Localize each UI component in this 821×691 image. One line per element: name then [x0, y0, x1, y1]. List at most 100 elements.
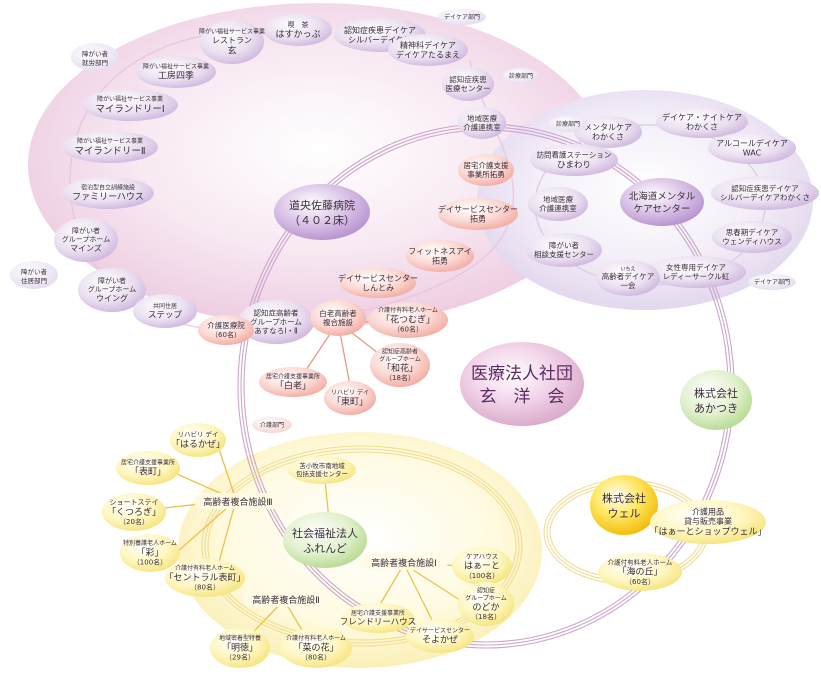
hub-well-bubble — [590, 475, 658, 535]
complex1-node-1-bubble — [458, 582, 514, 626]
complex3-node-1-bubble — [116, 451, 180, 485]
hospital-node-9-line-1: ファミリーハウス — [72, 192, 144, 203]
hospital-pink-node-0-bubble — [458, 154, 514, 186]
white-cluster-child-1-line-2: 「和花」 — [382, 362, 418, 374]
white-cluster-child-0: 介護付有料老人ホーム「花つむぎ」（60名） — [368, 302, 448, 338]
hospital-node-2-line-1: デイケアたるまえ — [396, 50, 460, 60]
complex2-node-1-line-2: （80名） — [301, 652, 331, 661]
hospital-node-3-bubble — [442, 67, 494, 101]
hospital-tag-1-text: 診療部門 — [509, 72, 533, 80]
white-cluster-child-1-line-1: グループホーム — [379, 355, 420, 363]
complex2-node-0-line-2: （29名） — [225, 652, 255, 661]
complex1-node-3-line-1: フレンドリーハウス — [340, 617, 416, 627]
mental-node-5-bubble — [646, 256, 746, 288]
complex3-node-1-line-1: 「表町」 — [130, 466, 166, 478]
mental-node-0-line-1: わかくさ — [592, 133, 624, 142]
hospital-tag-0: デイケア部門 — [438, 9, 486, 25]
complex-label-2: 高齢者複合施設Ⅰ — [360, 554, 448, 570]
hospital-tag-3-text: 障がい者 — [21, 267, 48, 276]
mental-node-7-bubble — [526, 233, 602, 267]
hospital-pink-node-3-line-1: しんとみ — [362, 284, 394, 293]
hospital-node-10-line-1: グループホーム — [62, 235, 110, 244]
complex1-node-3-line-0: 居宅介護支援事業所 — [351, 609, 405, 617]
white-cluster-child-0-line-2: （60名） — [393, 324, 423, 333]
hospital-pink-node-1-line-1: 拓勇 — [470, 214, 486, 224]
well-node-1-line-0: 介護付有料老人ホーム — [608, 557, 673, 566]
white-cluster-child-1-line-3: （18名） — [385, 373, 415, 382]
mental-node-9-line-1: ひまわり — [557, 160, 591, 170]
complex1-node-0-bubble — [452, 547, 512, 585]
complex3-node-3-bubble — [120, 534, 180, 572]
hospital-node-13-line-1: グループホーム — [250, 316, 302, 326]
mental-node-4-line-1: ウェンディハウス — [722, 236, 781, 246]
mental-node-7-line-1: 相談支援センター — [534, 249, 594, 259]
hospital-pink-node-0-line-1: 事業所拓勇 — [467, 169, 505, 179]
complex2-node-1-line-0: 介護付有料老人ホーム — [286, 634, 346, 642]
hospital-node-12-bubble — [133, 294, 197, 328]
mental-node-2-line-1: WAC — [743, 149, 762, 158]
white-cluster-child-2-bubble — [324, 381, 376, 415]
mental-tag-1-text: デイケア部門 — [754, 278, 790, 286]
hospital-node-12-line-0: 共同住居 — [153, 302, 177, 310]
hospital-node-2-line-0: 精神科デイケア — [400, 40, 456, 50]
hospital-tag-2-bubble — [71, 43, 119, 71]
mental-node-6-line-1: 高齢者デイケア — [602, 271, 655, 281]
hub-mental-line-1: ケアセンター — [634, 204, 691, 215]
complex1-node-0-line-2: （100名） — [465, 571, 499, 580]
mental-node-6-line-2: 一会 — [621, 280, 636, 290]
hospital-pink-node-4-bubble — [198, 315, 254, 345]
complex3-node-2-line-1: 「くつろぎ」 — [107, 506, 161, 518]
hospital-node-6-bubble — [136, 56, 216, 88]
complex1-node-1-line-0: 認知症 — [477, 587, 495, 595]
complex-label-0-text: 高齢者複合施設Ⅲ — [203, 496, 272, 508]
well-node-0-line-2: 「はぁーとショップウェル」 — [649, 527, 766, 538]
hospital-node-5-bubble — [200, 20, 264, 64]
mental-tag-0-bubble — [548, 116, 588, 132]
complex3-node-4: 介護付有料老人ホーム「セントラル表町」（80名） — [164, 559, 246, 597]
complex-label-1: 高齢者複合施設Ⅱ — [242, 591, 330, 607]
hospital-node-7-line-1: マイランドリーⅠ — [95, 104, 164, 115]
hospital-tag-0-text: デイケア部門 — [444, 13, 480, 21]
hospital-tag-1: 診療部門 — [503, 68, 539, 84]
hospital-pink-node-1-bubble — [438, 198, 518, 230]
hospital-node-5-line-1: レストラン — [212, 36, 252, 45]
hospital-node-0-line-1: はすかっぷ — [275, 29, 320, 40]
hub-hospital-bubble — [274, 184, 370, 240]
complex1-node-2-line-0: デイサービスセンター — [410, 626, 470, 634]
center-title-line-0: 医療法人社団 — [471, 364, 573, 384]
mental-node-4-bubble — [712, 221, 792, 253]
complex3-node-4-line-0: 介護付有料老人ホーム — [175, 564, 235, 572]
mental-node-9-line-0: 訪問看護ステーション — [537, 149, 612, 159]
hospital-node-9-line-0: 宿泊型自立訓練施設 — [81, 183, 135, 191]
white-cluster-child-2-line-0: リハビリ デイ — [331, 388, 369, 396]
white-cluster-child-3-line-0: 居宅介護支援事業所 — [266, 372, 320, 380]
mental-tag-1: デイケア部門 — [748, 274, 796, 290]
hospital-node-9-bubble — [62, 177, 154, 209]
hospital-tag-1-bubble — [503, 68, 539, 84]
complex3-node-3-line-1: 「彩」 — [136, 547, 163, 558]
hospital-pink-node-0-line-0: 居宅介護支援 — [464, 160, 509, 170]
mental-node-6-line-0: いちえ — [620, 267, 635, 273]
hospital-node-11-line-0: 障がい者 — [98, 276, 126, 285]
hospital-node-7-line-0: 障がい福祉サービス事業 — [97, 95, 163, 103]
mental-node-7-line-0: 障がい者 — [549, 240, 579, 250]
hospital-node-0-line-0: 喫 茶 — [288, 20, 309, 29]
mental-node-3-bubble — [711, 176, 819, 210]
hospital-node-1-line-0: 認知症疾患デイケア — [344, 25, 416, 35]
complex3-node-0: リハビリ デイ「はるかぜ」 — [170, 423, 226, 457]
mental-node-2-bubble — [708, 132, 796, 164]
